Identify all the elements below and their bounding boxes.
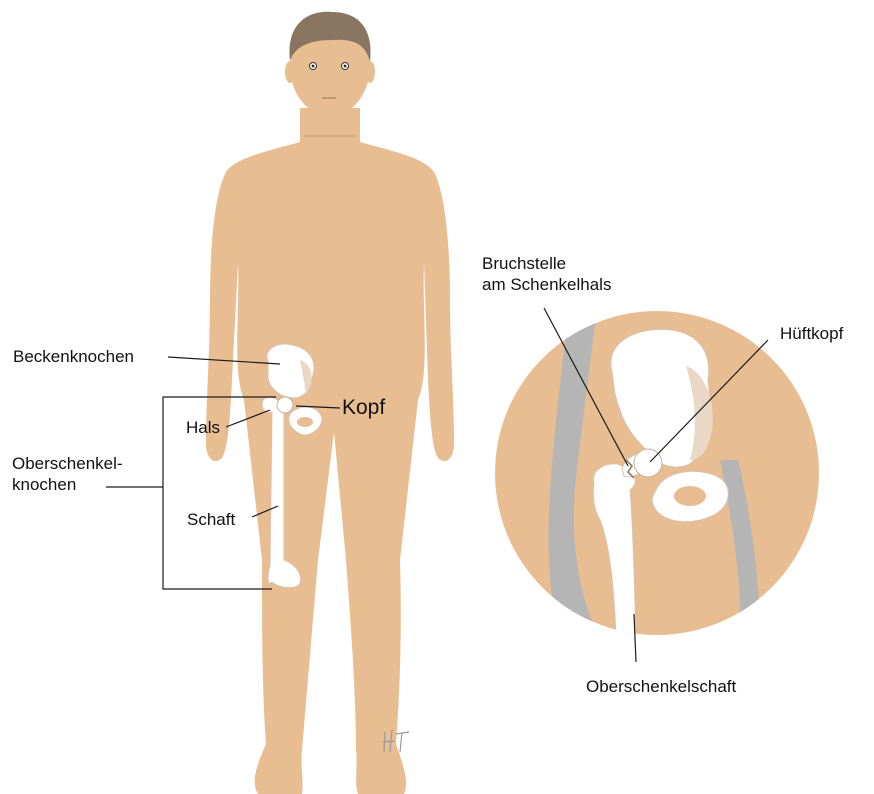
label-hals: Hals	[186, 417, 220, 438]
label-schaft: Schaft	[187, 509, 235, 530]
label-bruchstelle-line1: Bruchstelle	[482, 253, 611, 274]
label-kopf: Kopf	[342, 397, 385, 418]
human-body-figure	[206, 12, 454, 794]
label-oberschenkelknochen-line2: knochen	[12, 474, 123, 495]
label-oberschenkelschaft: Oberschenkelschaft	[586, 676, 736, 697]
right-ear	[365, 61, 375, 83]
label-oberschenkelknochen-line1: Oberschenkel-	[12, 453, 123, 474]
left-ear	[285, 61, 295, 83]
label-beckenknochen: Beckenknochen	[13, 346, 134, 367]
femoral-head	[277, 397, 293, 413]
label-bruchstelle-line2: am Schenkelhals	[482, 274, 611, 295]
label-oberschenkelknochen: Oberschenkel- knochen	[12, 453, 123, 495]
label-bruchstelle: Bruchstelle am Schenkelhals	[482, 253, 611, 295]
body-silhouette	[206, 108, 454, 794]
label-hueftkopf: Hüftkopf	[780, 323, 843, 344]
magnified-hip-view	[495, 300, 819, 640]
